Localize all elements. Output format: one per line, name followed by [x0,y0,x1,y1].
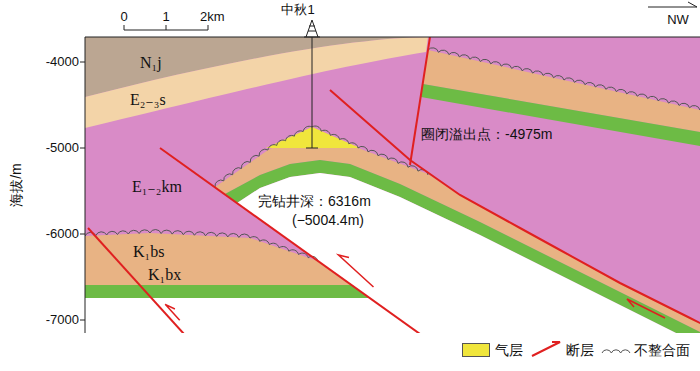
legend-text: 断层 [566,342,594,358]
fault-line [330,90,700,324]
k1bx-layer [421,84,700,146]
faults [88,37,700,333]
axis-tick-label: -6000 [46,227,79,242]
note-label: 完钻井深：6316m [258,193,371,209]
strata-label: N₁j [140,54,162,72]
axis-tick-label: -5000 [46,141,79,156]
well-name: 中秋1 [281,3,314,18]
scale-bar [124,25,208,30]
e23s-layer [85,37,428,128]
fault-line [88,228,184,333]
unconformity [428,48,700,110]
fault-arrow [627,299,665,318]
fault-line [160,148,420,333]
strata-label: E₂₋₃s [130,91,166,109]
north-arrow [648,2,697,7]
derrick-symbol [304,20,320,37]
strata [85,37,700,333]
unconformity-legend-sample [602,350,630,353]
unconformity [215,126,428,187]
axis-tick-label: -7000 [46,313,79,328]
axis-tick-label: -4000 [46,55,79,70]
fault-legend-sample [532,342,560,356]
scale-number: 0 [120,10,127,25]
unconformity-lines [85,48,700,261]
legend-swatch [462,343,490,357]
basement-ground [85,298,419,333]
top-border [85,37,700,38]
y-axis [85,37,86,333]
k1bx-layer [85,285,370,298]
axis-ticks [80,62,85,320]
k1bs-layer [85,233,352,285]
axis-title: 海拔/m [8,163,24,207]
fault-arrows [165,255,665,320]
fault-arrow [165,304,180,320]
axis [80,37,700,333]
derrick [304,20,320,37]
legend-text: 不整合面 [634,342,690,358]
direction-label: NW [667,13,689,28]
fault-line [410,37,430,165]
note-label: 圈闭溢出点：-4975m [421,126,552,142]
note-label: (−5004.4m) [292,212,364,228]
fault-arrow [339,255,374,287]
scale-unit: 2km [200,10,225,25]
unconformity [85,230,318,262]
legend-text: 气层 [495,342,523,358]
gas-layer [266,127,360,148]
strata-label: K₁bx [148,266,181,284]
strata-label: E₁₋₂km [132,178,182,196]
scale-number: 1 [162,10,169,25]
strata-label: K₁bs [133,243,164,261]
well-path [306,37,318,148]
